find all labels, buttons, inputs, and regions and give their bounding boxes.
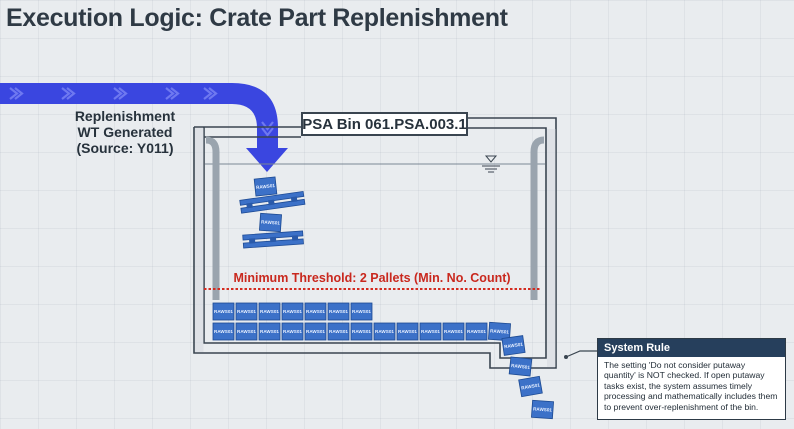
crate-label: RAWS01	[398, 329, 417, 334]
crate-label: RAWS01	[329, 309, 348, 314]
incoming-pallet	[239, 190, 306, 214]
crate-label: RAWS01	[260, 309, 279, 314]
crate-label: RAWS01	[511, 363, 531, 370]
crate: RAWS01	[304, 302, 327, 321]
crate-label: RAWS01	[260, 329, 279, 334]
crate-label: RAWS01	[237, 309, 256, 314]
crate-label: RAWS01	[533, 406, 553, 412]
bin-label: PSA Bin 061.PSA.003.1	[301, 112, 468, 136]
wt-label-line: (Source: Y011)	[76, 140, 174, 156]
crate: RAWS01	[442, 322, 465, 341]
crate-label: RAWS01	[306, 309, 325, 314]
crate-label: RAWS01	[352, 309, 371, 314]
crate: RAWS01	[350, 322, 373, 341]
crate-label: RAWS01	[504, 342, 524, 350]
crate-label: RAWS01	[283, 309, 302, 314]
crate-label: RAWS01	[261, 219, 281, 225]
crate: RAWS01	[396, 322, 419, 341]
crate-label: RAWS01	[421, 329, 440, 334]
replenishment-arrow	[0, 83, 288, 172]
crate: RAWS01	[419, 322, 442, 341]
crate-label: RAWS01	[467, 329, 486, 334]
crate-label: RAWS01	[214, 309, 233, 314]
crate: RAWS01	[258, 302, 281, 321]
wt-label-line: Replenishment	[74, 108, 176, 124]
crate-label: RAWS01	[490, 328, 510, 334]
crate-label: RAWS01	[329, 329, 348, 334]
rule-connector	[565, 350, 597, 358]
crate: RAWS01	[531, 399, 554, 420]
wt-label-line: WT Generated	[77, 124, 173, 140]
crate: RAWS01	[508, 356, 533, 377]
crate: RAWS01	[281, 302, 304, 321]
crate: RAWS01	[235, 302, 258, 321]
crate-label: RAWS01	[283, 329, 302, 334]
crate-label: RAWS01	[375, 329, 394, 334]
crate-label: RAWS01	[444, 329, 463, 334]
crate-label: RAWS01	[306, 329, 325, 334]
system-rule-box: System Rule The setting 'Do not consider…	[597, 338, 786, 420]
threshold-label: Minimum Threshold: 2 Pallets (Min. No. C…	[233, 271, 511, 285]
crate: RAWS01	[327, 302, 350, 321]
crate: RAWS01	[501, 335, 526, 356]
incoming-pallet	[242, 230, 304, 249]
replenishment-wt-label: Replenishment WT Generated (Source: Y011…	[40, 108, 210, 156]
system-rule-text: The setting 'Do not consider putaway qua…	[604, 360, 778, 412]
crate-label: RAWS01	[521, 382, 541, 390]
crate: RAWS01	[253, 176, 278, 197]
system-rule-title: System Rule	[598, 339, 785, 357]
crate: RAWS01	[465, 322, 488, 341]
crate: RAWS01	[304, 322, 327, 341]
crate-label: RAWS01	[352, 329, 371, 334]
crate: RAWS01	[212, 322, 235, 341]
bin-container	[193, 117, 557, 369]
crate: RAWS01	[259, 212, 282, 233]
crate: RAWS01	[488, 321, 511, 342]
crate: RAWS01	[281, 322, 304, 341]
crate: RAWS01	[235, 322, 258, 341]
crate: RAWS01	[327, 322, 350, 341]
crate: RAWS01	[258, 322, 281, 341]
crate-label: RAWS01	[256, 183, 276, 190]
crate: RAWS01	[212, 302, 235, 321]
crate-label: RAWS01	[214, 329, 233, 334]
crate: RAWS01	[518, 375, 543, 398]
crate-label: RAWS01	[237, 329, 256, 334]
crate: RAWS01	[350, 302, 373, 321]
fill-level-indicator	[205, 136, 545, 300]
page-title: Execution Logic: Crate Part Replenishmen…	[6, 4, 508, 32]
crate: RAWS01	[373, 322, 396, 341]
